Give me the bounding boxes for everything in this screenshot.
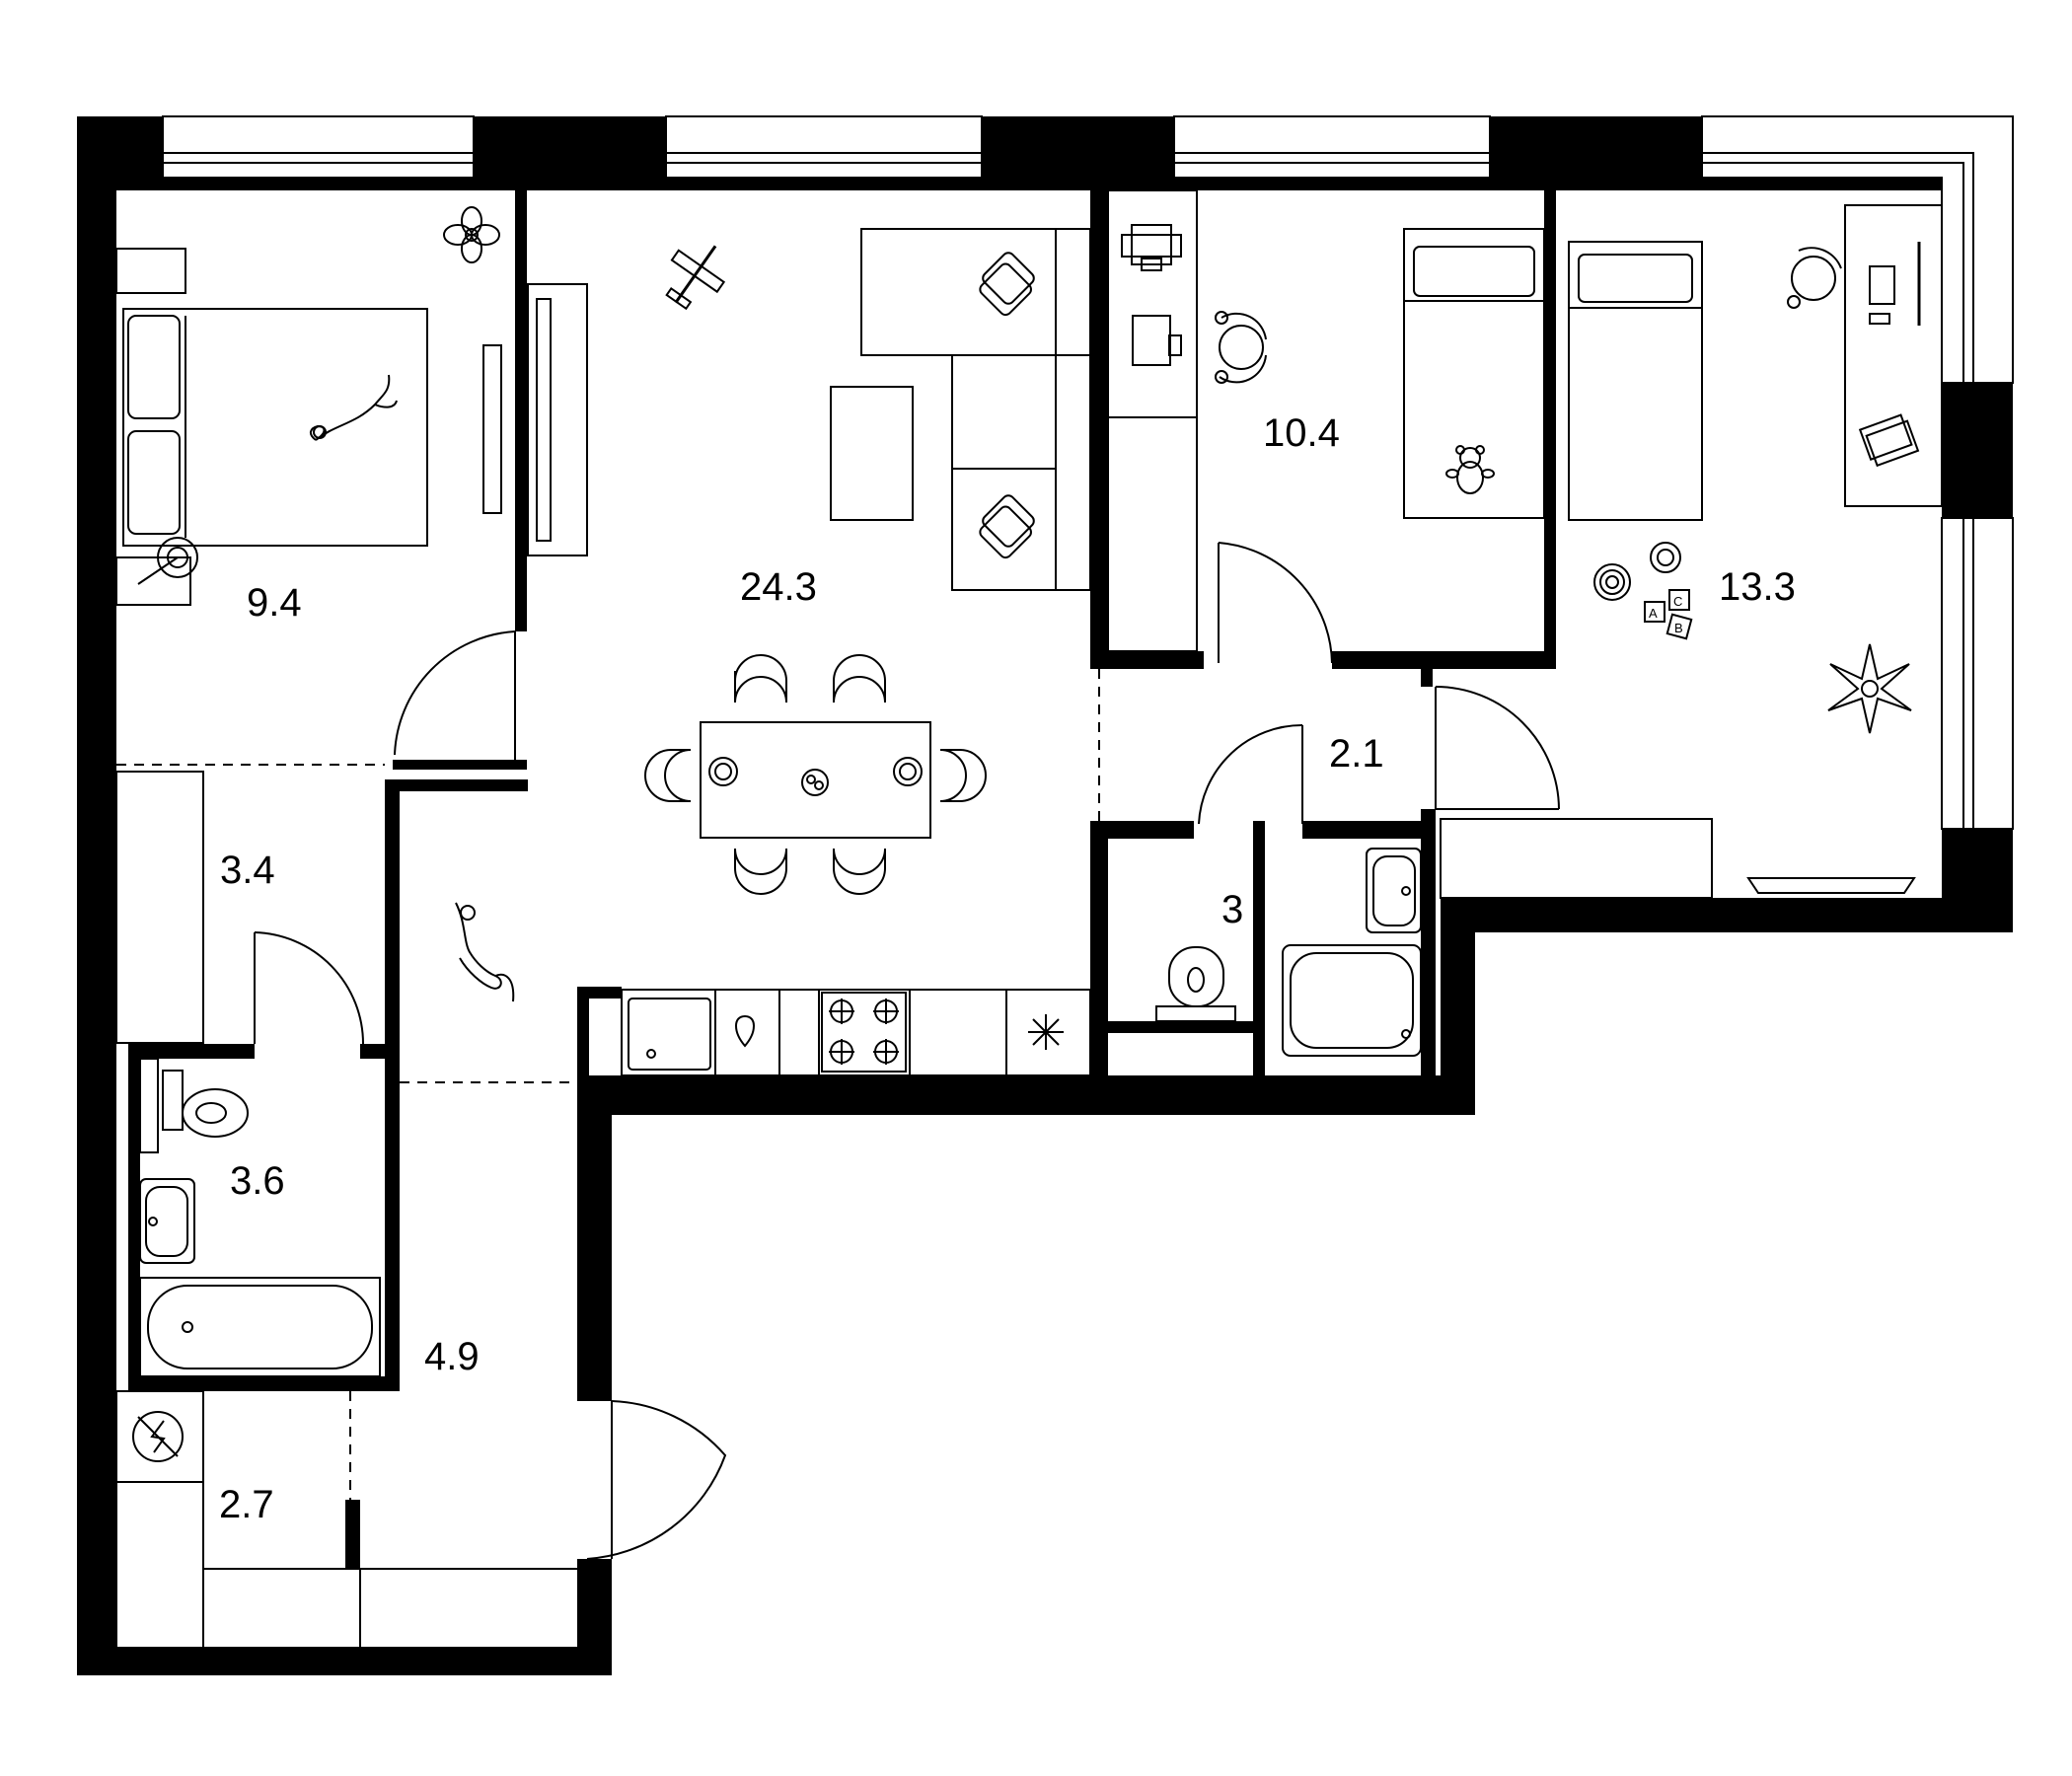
area-label-utility: 2.7: [219, 1483, 274, 1526]
bedroom-furniture: [115, 206, 588, 606]
single-bed-kids: [1568, 241, 1703, 521]
toy-block-c: C: [1673, 594, 1682, 609]
zone-dividers: [116, 669, 1100, 1500]
wc-furniture: [1155, 848, 1422, 1057]
computer-icon: [1132, 315, 1182, 366]
area-label-bathroom: 3.6: [230, 1159, 285, 1203]
toilet-icon-2: [1155, 946, 1236, 1022]
computer-icon-2: [1869, 242, 1921, 326]
bedroom-shelf: [482, 344, 502, 514]
toy-ring-icon: [1593, 542, 1681, 601]
plant-icon: [443, 206, 500, 263]
coffee-table: [830, 386, 914, 521]
airplane-toy-icon: [665, 245, 726, 311]
area-label-kids-room: 13.3: [1719, 565, 1796, 609]
plant-icon-2: [1827, 643, 1912, 734]
utility-cabinet: [115, 1481, 204, 1649]
kids-dresser: [1440, 818, 1916, 899]
doors: [254, 542, 1560, 1560]
door-bathroom: [254, 931, 364, 1045]
area-label-entry-hall: 4.9: [424, 1335, 480, 1378]
door-study: [1218, 542, 1333, 664]
kids-furniture: A C B: [1440, 204, 1943, 899]
storage-shelf: [202, 1568, 579, 1649]
sink: [628, 998, 711, 1071]
door-kids: [1435, 686, 1560, 810]
utility-furniture: [115, 1390, 579, 1649]
electric-panel-icon: [115, 1390, 204, 1483]
double-bed: [122, 308, 428, 547]
cooktop-icon: [821, 992, 907, 1073]
bathtub-icon: [139, 1277, 381, 1377]
tv-stand: [527, 283, 588, 556]
dinner-plate-icon: [708, 757, 738, 786]
washbasin-icon: [139, 1178, 195, 1264]
area-labels: 9.4 24.3 10.4 13.3 3.4 2.1 3 3.6 4.9 2.7: [219, 411, 1796, 1526]
office-chair-icon-2: [1787, 247, 1842, 309]
door-entrance: [586, 1400, 727, 1560]
fruit-bowl-icon: [801, 769, 829, 796]
dinner-plate-icon: [893, 757, 923, 786]
study-furniture: [1107, 189, 1545, 652]
living-furniture: [455, 228, 1091, 1076]
toy-block-a: A: [1649, 606, 1658, 621]
kitchen-counter: [621, 989, 1091, 1076]
dining-table: [644, 654, 987, 895]
sofa: [860, 228, 1091, 591]
area-label-study-room: 10.4: [1263, 411, 1340, 455]
area-label-living-room: 24.3: [740, 565, 817, 609]
bath-shelf: [139, 1058, 159, 1153]
shower-tray-icon: [1282, 944, 1422, 1057]
snowflake-icon: [1028, 1014, 1064, 1050]
window-study-room: [1173, 115, 1491, 179]
walls: [77, 116, 2013, 1675]
books-icon: [1858, 413, 1920, 468]
printer-icon: [1121, 224, 1182, 271]
door-wc: [1198, 723, 1303, 825]
window-bedroom: [162, 115, 475, 179]
office-chair-icon: [1215, 311, 1267, 384]
toy-block-b: B: [1674, 621, 1683, 635]
window-kids-room-side: [1941, 517, 2014, 830]
area-label-closet: 3.4: [220, 849, 275, 892]
bedroom-wardrobe: [115, 248, 186, 294]
bathroom-furniture: [139, 1058, 381, 1377]
single-bed-study: [1403, 228, 1545, 519]
study-desk: [1107, 189, 1198, 652]
wardrobe: [115, 771, 204, 1044]
closet-furniture: [115, 771, 204, 1044]
area-label-bedroom: 9.4: [247, 581, 302, 625]
toilet-icon: [162, 1070, 249, 1138]
nightstand-lamp-icon: [115, 537, 198, 606]
window-living-room: [665, 115, 983, 179]
door-bedroom: [394, 630, 516, 760]
teddy-bear-icon: [1445, 445, 1495, 494]
area-label-hallway-small: 2.1: [1329, 732, 1384, 776]
washbasin-icon-2: [1366, 848, 1422, 933]
toy-blocks: A C B: [1644, 589, 1693, 640]
area-label-wc: 3: [1221, 888, 1243, 931]
cat-icon-2: [455, 902, 515, 1002]
faucet-icon: [735, 1014, 755, 1048]
cat-icon: [310, 374, 398, 441]
kids-desk: [1844, 204, 1943, 507]
pillow-icon: [979, 252, 1035, 317]
pillow-icon-2: [979, 494, 1035, 559]
windows: [162, 115, 2014, 830]
